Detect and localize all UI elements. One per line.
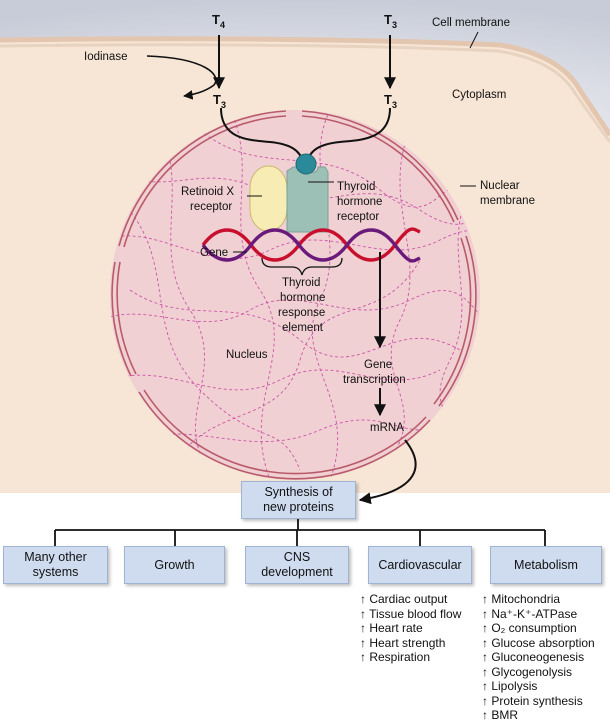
effect-item: ↑ Glycogenolysis bbox=[482, 664, 573, 679]
nuclear-membrane-label-2: membrane bbox=[480, 195, 535, 207]
t3-hormone-bound bbox=[295, 153, 317, 175]
mrna-label: mRNA bbox=[370, 422, 404, 434]
tre-label-2: hormone bbox=[280, 292, 325, 304]
t3-left-label: T3 bbox=[213, 92, 226, 110]
effect-item: ↑ Respiration bbox=[360, 650, 431, 664]
effect-item: ↑ Tissue blood flow bbox=[360, 606, 462, 621]
target-box-growth: Growth bbox=[124, 546, 225, 584]
cell-membrane-label: Cell membrane bbox=[432, 17, 510, 29]
synthesis-line-1: Synthesis of bbox=[264, 485, 333, 499]
metabolism-effects-list: ↑ Mitochondria ↑ Na⁺-K⁺-ATPase ↑ O₂ cons… bbox=[482, 592, 595, 723]
target-label: Cardiovascular bbox=[378, 557, 462, 572]
nuclear-envelope bbox=[111, 110, 477, 480]
effect-item: ↑ Heart rate bbox=[360, 621, 423, 635]
target-label: development bbox=[261, 565, 333, 579]
cell-membrane-line bbox=[0, 36, 610, 137]
effect-item: ↑ Mitochondria bbox=[482, 592, 561, 606]
nucleus-label: Nucleus bbox=[226, 349, 268, 361]
effect-item: ↑ Heart strength bbox=[360, 635, 446, 650]
target-box-cns-development: CNS development bbox=[245, 546, 349, 584]
effect-item: ↑ Glucose absorption bbox=[482, 635, 595, 650]
effect-item: ↑ Protein synthesis bbox=[482, 693, 583, 708]
thyroid-receptor-label-3: receptor bbox=[337, 211, 379, 223]
t3-right-to-receptor bbox=[306, 107, 391, 163]
target-tree-connectors bbox=[54, 518, 546, 546]
target-label: Metabolism bbox=[514, 557, 578, 572]
target-label: Many other bbox=[24, 550, 87, 564]
dna-strand-purple bbox=[201, 228, 421, 263]
nuclear-membrane-label-1: Nuclear bbox=[480, 180, 520, 192]
target-label: CNS bbox=[283, 550, 311, 564]
retinoid-label-2: receptor bbox=[190, 201, 232, 213]
gene-transcription-label-2: transcription bbox=[343, 374, 406, 386]
effect-item: ↑ Lipolysis bbox=[482, 679, 538, 693]
thyroid-hormone-receptor-shape bbox=[286, 166, 329, 233]
cardiovascular-effects-list: ↑ Cardiac output ↑ Tissue blood flow ↑ H… bbox=[360, 592, 461, 665]
effect-item: ↑ BMR bbox=[482, 708, 518, 722]
tre-label-1: Thyroid bbox=[282, 277, 320, 289]
target-box-many-other-systems: Many other systems bbox=[3, 546, 108, 584]
t3-incoming-label: T3 bbox=[384, 12, 397, 30]
cell-membrane-pointer bbox=[469, 31, 479, 49]
t3-right-label: T3 bbox=[384, 92, 397, 110]
t3-left-to-receptor bbox=[220, 107, 304, 163]
cytoplasm-label: Cytoplasm bbox=[452, 89, 506, 101]
tre-brace bbox=[261, 257, 343, 276]
target-label: Growth bbox=[154, 557, 195, 572]
thyroid-receptor-label-2: hormone bbox=[337, 196, 382, 208]
target-label: systems bbox=[32, 565, 79, 579]
thyroid-receptor-label-1: Thyroid bbox=[337, 181, 375, 193]
iodinase-label: Iodinase bbox=[84, 51, 127, 63]
synthesis-box: Synthesis of new proteins bbox=[241, 481, 356, 519]
effect-item: ↑ Gluconeogenesis bbox=[482, 650, 585, 664]
retinoid-label-1: Retinoid X bbox=[181, 186, 234, 198]
iodinase-arrow bbox=[146, 55, 217, 100]
tre-label-3: response bbox=[278, 307, 325, 319]
nucleus-body bbox=[110, 110, 480, 480]
retinoid-x-receptor-shape bbox=[249, 165, 288, 232]
effect-item: ↑ Na⁺-K⁺-ATPase bbox=[482, 606, 578, 621]
cell-membrane-inner bbox=[0, 43, 610, 143]
effect-item: ↑ Cardiac output bbox=[360, 592, 448, 606]
gene-label: Gene bbox=[200, 247, 228, 259]
mrna-to-synthesis-arrow bbox=[358, 439, 417, 505]
effect-item: ↑ O₂ consumption bbox=[482, 621, 577, 635]
target-box-metabolism: Metabolism bbox=[490, 546, 602, 584]
synthesis-line-2: new proteins bbox=[263, 500, 334, 514]
tre-label-4: element bbox=[282, 322, 324, 334]
target-box-cardiovascular: Cardiovascular bbox=[368, 546, 472, 584]
gene-transcription-label-1: Gene bbox=[364, 359, 392, 371]
t4-label: T4 bbox=[212, 12, 225, 30]
